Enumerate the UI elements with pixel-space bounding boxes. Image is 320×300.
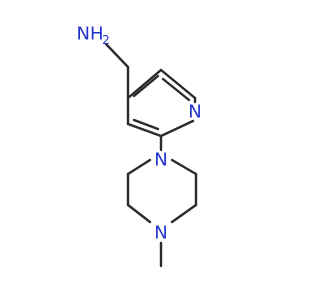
amine-subscript-label: 2 [102,33,110,47]
bond-c2-c3-inner [132,118,160,131]
amine-n-label: NH [77,24,104,45]
molecule-structure: NH 2 N N N [77,24,202,268]
bond-cd-npip [126,158,152,176]
bond-n1-c2 [159,119,195,138]
piperazine-n4-label: N [154,223,167,244]
bond-c5-c6-inner [161,77,191,102]
bond-c5-c6 [159,68,197,100]
bond-c2-c3 [126,122,163,138]
bond-c4-c5-inner [132,74,160,98]
piperazine-n1-label: N [154,150,167,171]
pyridine-n-label: N [188,102,201,123]
bond-cb-nme [170,203,198,224]
bond-c4-c5 [126,68,163,100]
bond-nme-cc [126,203,152,224]
bond-npip-ca [170,158,198,176]
bond-ch2-nh2 [104,42,130,69]
